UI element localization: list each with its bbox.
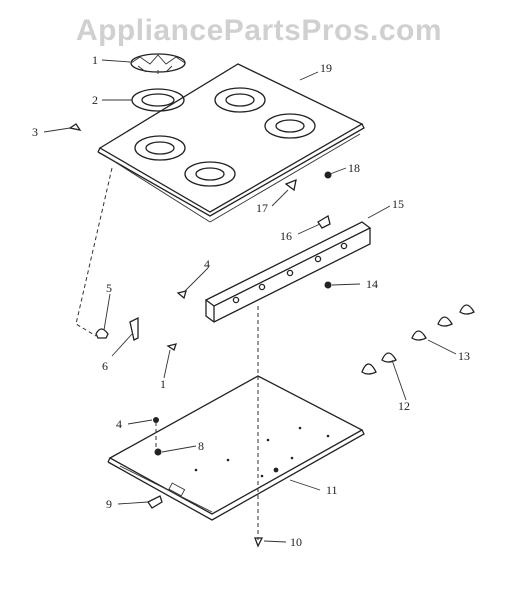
callout-2: 2 — [92, 93, 98, 107]
callout-15: 15 — [392, 197, 404, 211]
callout-14: 14 — [366, 277, 378, 291]
callout-16: 16 — [280, 229, 292, 243]
leader-lines — [43, 59, 457, 543]
assembly-lines — [75, 167, 259, 540]
bracket-part-6 — [129, 316, 139, 341]
callout-6: 6 — [102, 359, 108, 373]
burner-ring-part — [131, 88, 185, 112]
watermark-text: AppliancePartsPros.com — [75, 14, 443, 47]
burner-cap-part — [130, 53, 186, 74]
callout-17: 17 — [256, 201, 268, 215]
screw-part-14 — [324, 281, 332, 289]
burner-box-part — [107, 375, 365, 521]
screw-part-4-low — [153, 417, 159, 423]
knob-set-part — [361, 304, 475, 375]
callout-9: 9 — [106, 497, 112, 511]
callout-4-mid: 4 — [204, 257, 210, 271]
callout-12: 12 — [398, 399, 410, 413]
clip-part-17 — [284, 178, 297, 192]
callout-3: 3 — [32, 125, 38, 139]
cooktop-panel-part — [97, 63, 365, 223]
callout-1-top: 1 — [92, 53, 98, 67]
callout-4-low: 4 — [116, 417, 122, 431]
callout-8: 8 — [198, 439, 204, 453]
clip-part-16 — [317, 214, 331, 229]
knob-part-5 — [95, 328, 109, 339]
screw-part-18 — [324, 171, 332, 179]
callout-19: 19 — [320, 61, 332, 75]
callout-5: 5 — [106, 281, 112, 295]
manifold-panel-part — [204, 221, 372, 323]
screw-part-3 — [68, 123, 82, 131]
callout-13: 13 — [458, 349, 470, 363]
callout-18: 18 — [348, 161, 360, 175]
callout-11: 11 — [326, 483, 338, 497]
screw-part-4-mid — [176, 290, 187, 300]
callout-1-low: 1 — [160, 377, 166, 391]
callout-10: 10 — [290, 535, 302, 549]
callout-labels: 1 2 3 19 18 17 16 15 14 4 5 6 1 4 8 9 11… — [32, 53, 470, 549]
screw-part-1-low — [166, 343, 177, 352]
tab-part-9 — [147, 495, 163, 509]
